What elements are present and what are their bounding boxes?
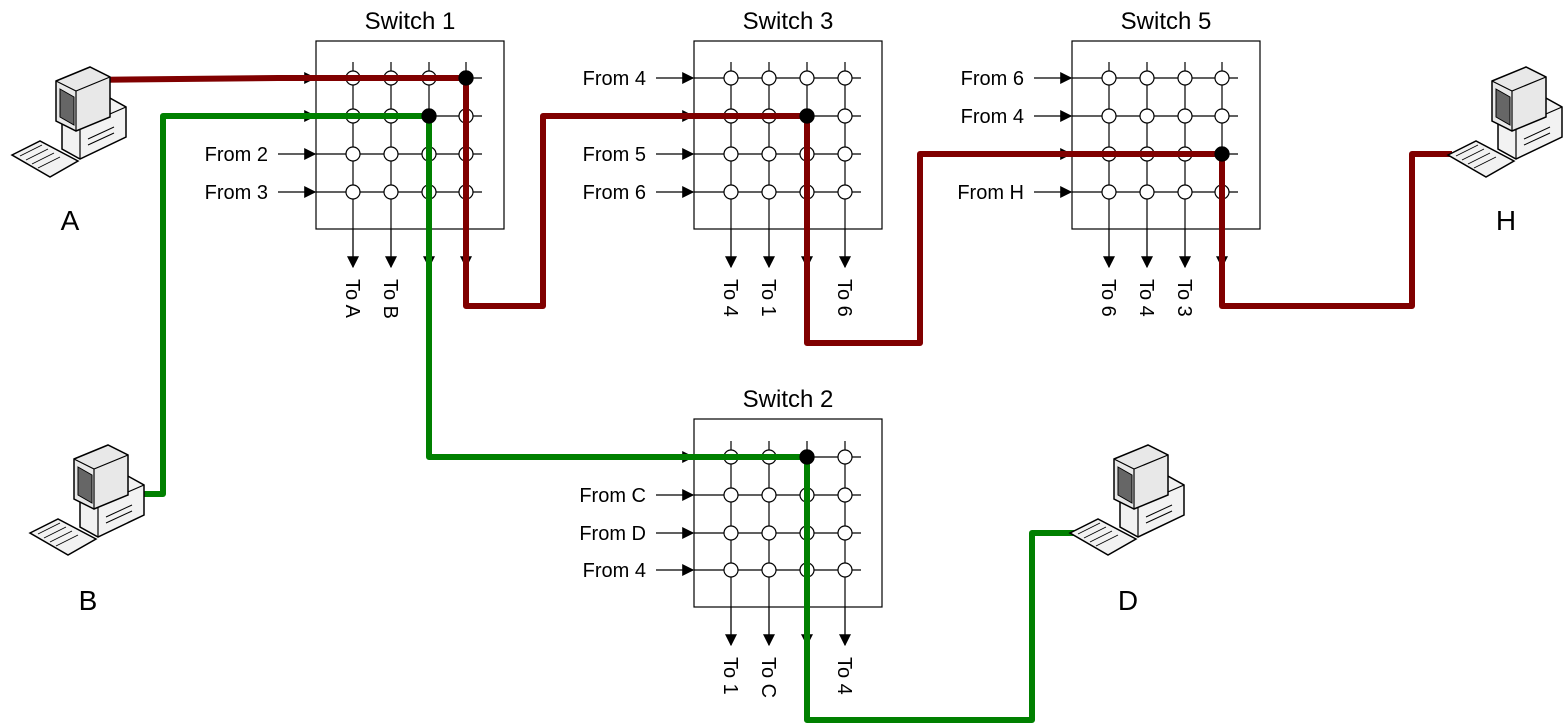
crosspoint (723, 70, 739, 86)
active-crosspoint (458, 70, 474, 86)
path-B-to-D (132, 113, 1080, 723)
crosspoint (1101, 184, 1117, 200)
crosspoint (1214, 70, 1230, 86)
crosspoint (723, 146, 739, 162)
crosspoint (1177, 108, 1193, 124)
switch-title: Switch 2 (743, 386, 834, 413)
active-crosspoint (421, 108, 437, 124)
input-label: From 5 (583, 144, 646, 166)
crosspoint (345, 146, 361, 162)
active-crosspoint (799, 108, 815, 124)
output-label: To C (757, 657, 779, 698)
active-crosspoints-layer (421, 70, 1230, 465)
switches-layer: Switch 1 From 2 From 3 To A To B Switch 3 From… (205, 8, 1261, 698)
output-label: To 1 (757, 279, 779, 317)
output-label: To 4 (1135, 279, 1157, 317)
crosspoint (723, 184, 739, 200)
output-label: To 1 (719, 657, 741, 695)
crosspoint (837, 487, 853, 503)
computer-icon (1446, 66, 1563, 178)
input-label: From 4 (961, 106, 1024, 128)
switch-s5: Switch 5 From 6 From 4 From H To 6 To 4 To 3 (957, 8, 1261, 317)
crosspoint (837, 184, 853, 200)
crosspoint (1177, 70, 1193, 86)
crosspoint (1139, 184, 1155, 200)
switch-box (693, 418, 883, 608)
crosspoint (761, 562, 777, 578)
crosspoint (1139, 108, 1155, 124)
switch-s1: Switch 1 From 2 From 3 To A To B (205, 8, 505, 319)
crosspoint (723, 525, 739, 541)
computer-icon (10, 66, 127, 178)
crosspoint (1139, 70, 1155, 86)
crosspoint (723, 487, 739, 503)
host-H: H (1446, 66, 1563, 236)
switch-s2: Switch 2 From C From D From 4 To 1 To C To 4 (579, 386, 883, 698)
output-label: To 6 (1097, 279, 1119, 317)
input-label: From 3 (205, 182, 268, 204)
output-label: To B (379, 279, 401, 319)
crosspoint (761, 70, 777, 86)
host-label: D (1118, 585, 1138, 616)
output-label: To A (341, 279, 363, 319)
crosspoint (1101, 108, 1117, 124)
crosspoint (837, 449, 853, 465)
crosspoint (1214, 108, 1230, 124)
crosspoint (723, 562, 739, 578)
computer-icon (28, 444, 145, 556)
host-label: H (1496, 205, 1516, 236)
switch-title: Switch 1 (365, 8, 456, 35)
crosspoint (837, 70, 853, 86)
output-label: To 3 (1173, 279, 1195, 317)
paths-layer (83, 75, 1452, 723)
crosspoint (837, 562, 853, 578)
input-label: From 4 (583, 68, 646, 90)
crosspoint (837, 146, 853, 162)
input-label: From H (957, 182, 1024, 204)
switch-title: Switch 3 (743, 8, 834, 35)
path-A-to-H (83, 75, 1452, 346)
crosspoint (1101, 70, 1117, 86)
switch-title: Switch 5 (1121, 8, 1212, 35)
input-label: From 6 (961, 68, 1024, 90)
crosspoint (383, 146, 399, 162)
host-A: A (10, 66, 127, 236)
input-label: From C (579, 485, 646, 507)
host-label: B (79, 585, 98, 616)
crosspoint (799, 70, 815, 86)
switch-box (315, 40, 505, 230)
crosspoint (761, 487, 777, 503)
input-label: From 6 (583, 182, 646, 204)
crosspoint (761, 146, 777, 162)
switch-box (1071, 40, 1261, 230)
crosspoint (761, 525, 777, 541)
input-label: From 2 (205, 144, 268, 166)
output-label: To 4 (719, 279, 741, 317)
input-label: From 4 (583, 560, 646, 582)
crosspoint (837, 525, 853, 541)
crosspoint (761, 184, 777, 200)
input-label: From D (579, 523, 646, 545)
host-B: B (28, 444, 145, 616)
crosspoint (1177, 184, 1193, 200)
computer-icon (1068, 444, 1185, 556)
output-label: To 6 (833, 279, 855, 317)
host-label: A (61, 205, 80, 236)
crosspoint (383, 184, 399, 200)
switch-box (693, 40, 883, 230)
host-D: D (1068, 444, 1185, 616)
crosspoint (837, 108, 853, 124)
active-crosspoint (799, 449, 815, 465)
switch-s3: Switch 3 From 4 From 5 From 6 To 4 To 1 To 6 (583, 8, 883, 317)
output-label: To 4 (833, 657, 855, 695)
crosspoint (345, 184, 361, 200)
active-crosspoint (1214, 146, 1230, 162)
hosts-layer: A B D H (10, 66, 1563, 616)
